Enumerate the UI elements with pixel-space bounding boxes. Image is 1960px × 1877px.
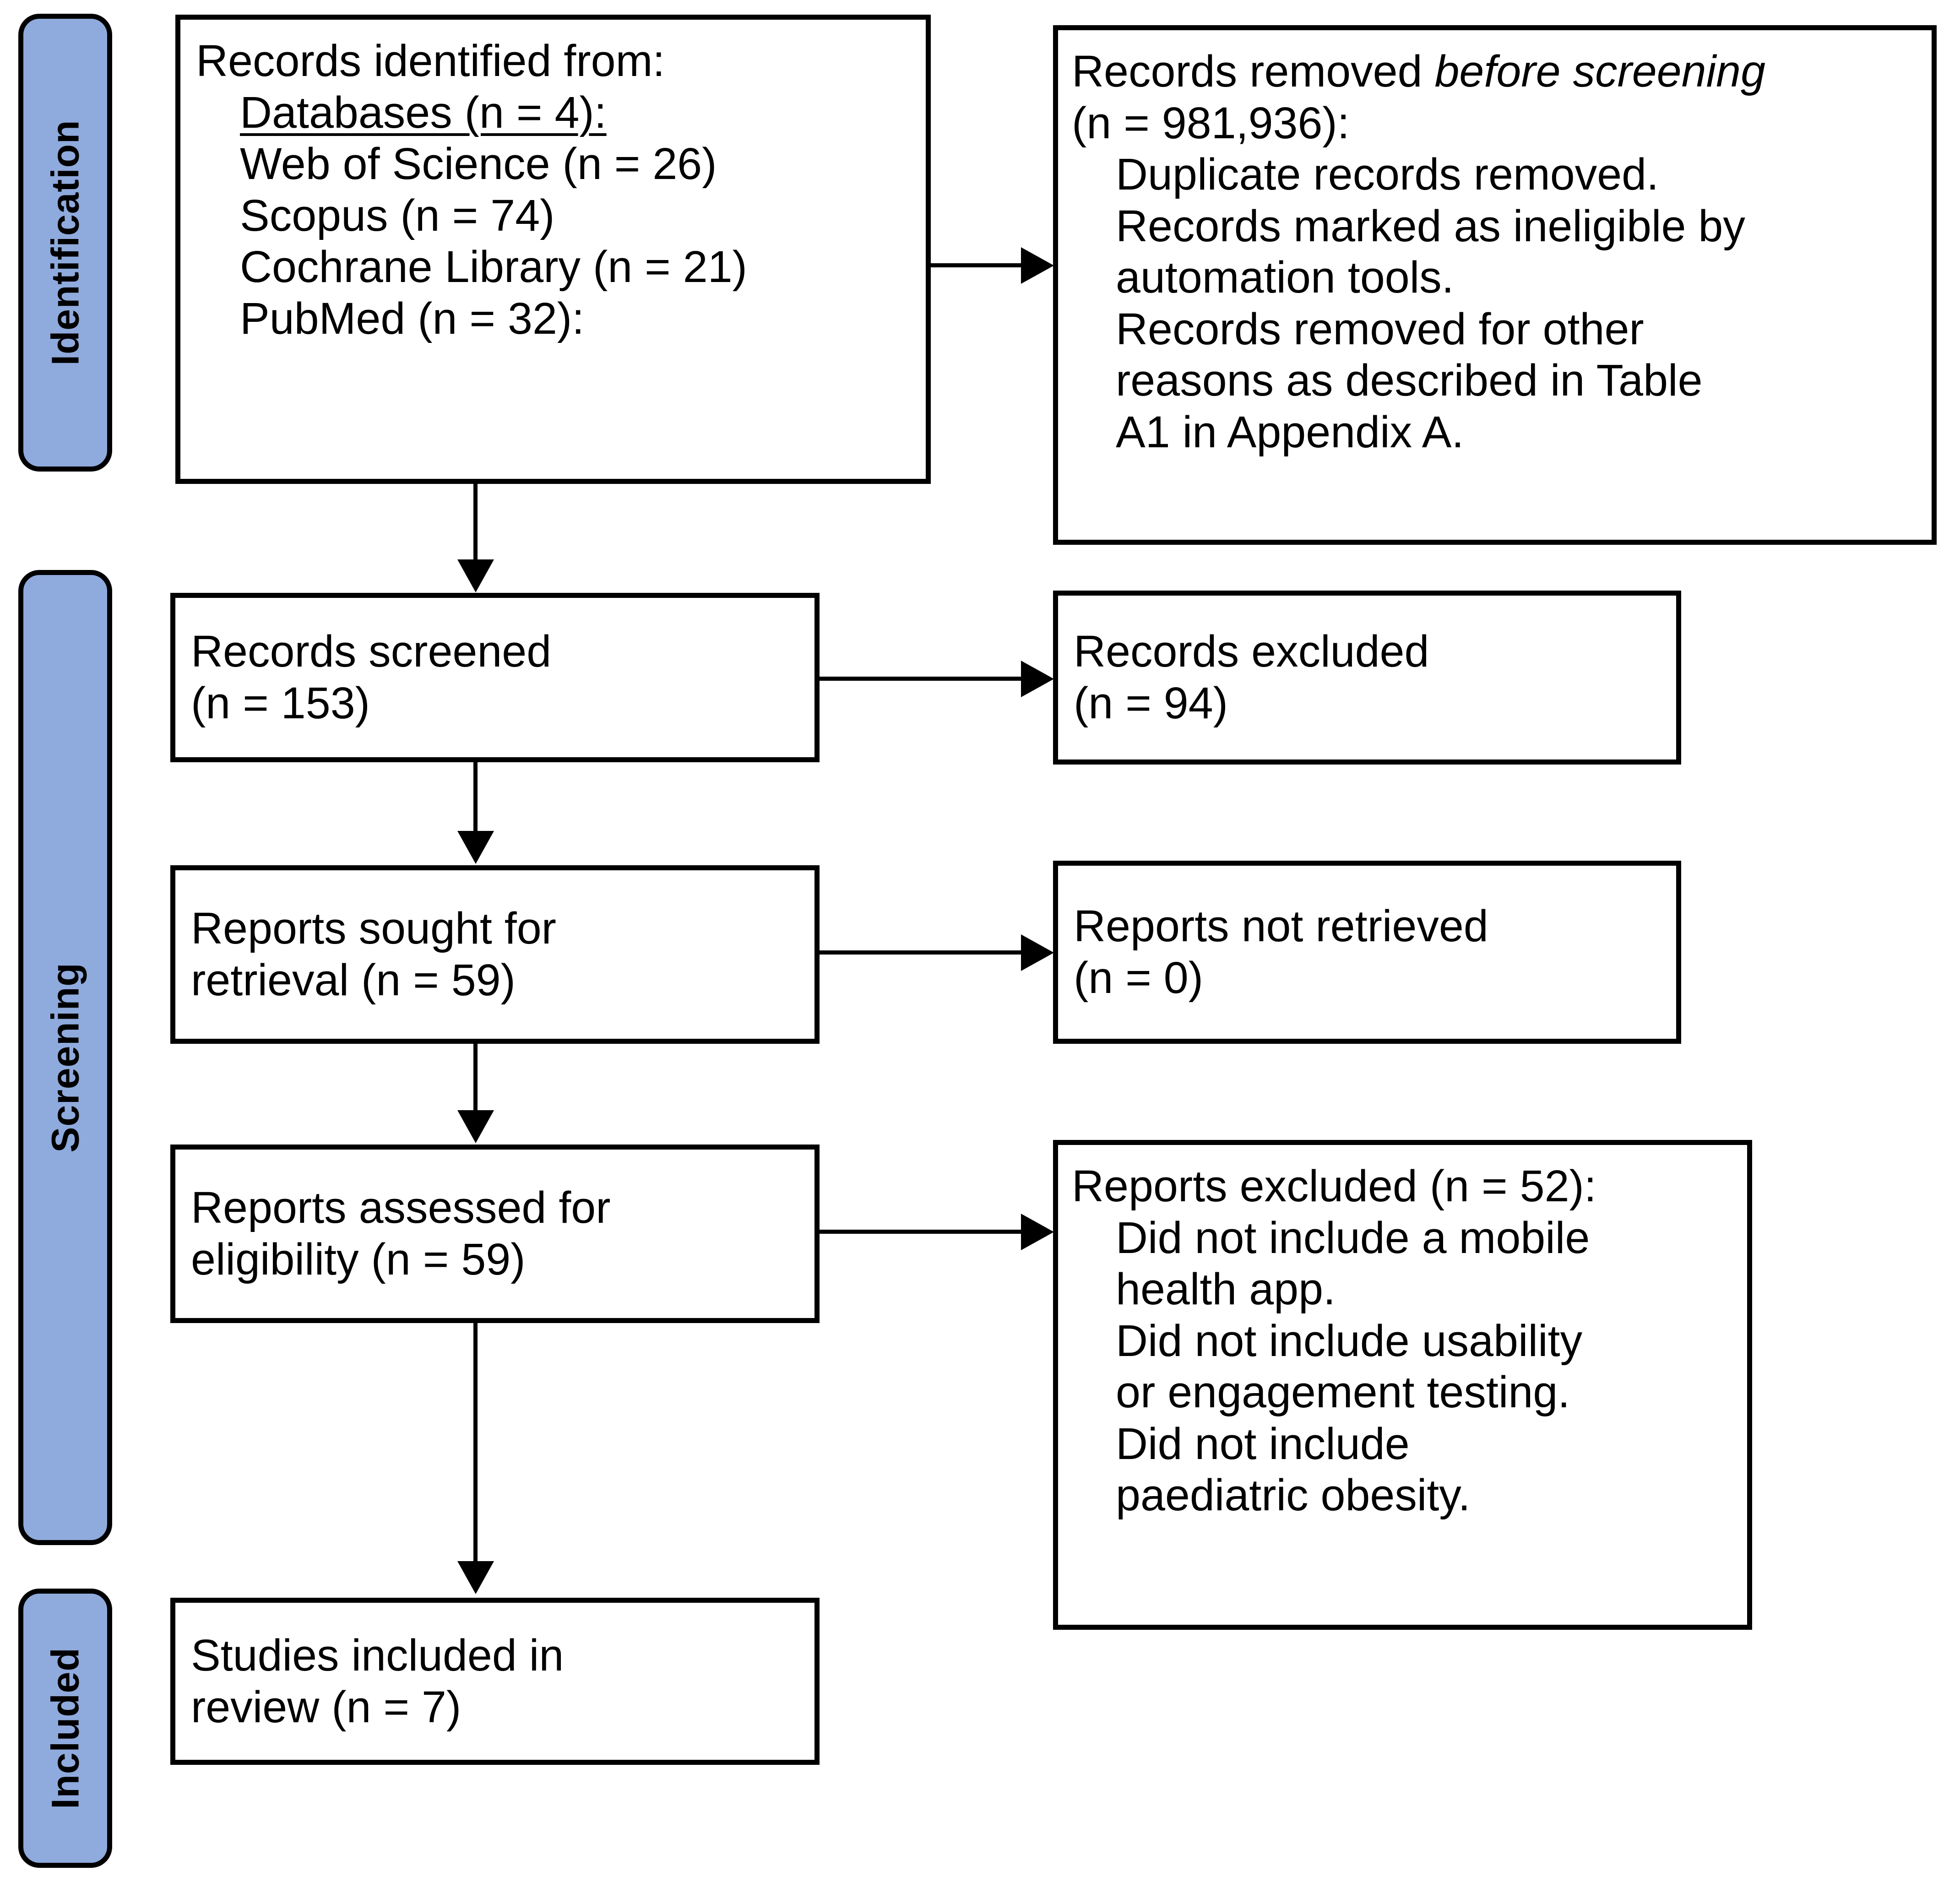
records-identified-line-0: Records identified from:: [196, 36, 665, 86]
connector-sought-to-assessed-line: [473, 1044, 478, 1112]
records-excluded-line-1: (n = 94): [1074, 678, 1228, 728]
reports-assessed-line-0: Reports assessed for: [191, 1183, 611, 1233]
records-removed-line-0-plain: Records removed: [1072, 46, 1435, 96]
box-reports-not-retrieved: Reports not retrieved (n = 0): [1053, 861, 1681, 1044]
records-screened-line-1: (n = 153): [191, 678, 370, 728]
connector-assessed-to-reports-excluded-line: [819, 1230, 1032, 1234]
records-removed-line-2: Duplicate records removed.: [1116, 149, 1659, 200]
studies-included-line-0: Studies included in: [191, 1630, 564, 1680]
box-records-removed-before-screening: Records removed before screening (n = 98…: [1053, 25, 1937, 545]
records-removed-line-6: reasons as described in Table: [1116, 355, 1703, 406]
connector-identified-to-screened-arrow: [457, 559, 494, 592]
connector-sought-to-assessed-arrow: [457, 1110, 494, 1143]
reports-excluded-line-0: Reports excluded (n = 52):: [1072, 1161, 1596, 1211]
box-records-excluded: Records excluded (n = 94): [1053, 591, 1681, 765]
box-reports-sought-for-retrieval: Reports sought for retrieval (n = 59): [170, 865, 820, 1044]
records-identified-line-1: Databases (n = 4):: [240, 87, 607, 137]
records-excluded-line-0: Records excluded: [1074, 626, 1429, 677]
phase-label-screening-text: Screening: [43, 962, 87, 1153]
reports-assessed-line-1: eligibility (n = 59): [191, 1234, 526, 1284]
connector-screened-to-sought-arrow: [457, 831, 494, 864]
connector-sought-to-not-retrieved-arrow: [1021, 934, 1054, 971]
reports-excluded-line-4: or engagement testing.: [1116, 1367, 1570, 1417]
connector-identified-to-removed-line: [930, 263, 1032, 267]
connector-identified-to-removed-arrow: [1021, 247, 1054, 284]
reports-not-retrieved-line-0: Reports not retrieved: [1074, 901, 1488, 951]
records-screened-line-0: Records screened: [191, 626, 552, 677]
records-identified-line-3: Scopus (n = 74): [240, 190, 555, 240]
connector-screened-to-excluded-line: [819, 677, 1032, 681]
box-records-screened: Records screened (n = 153): [170, 593, 820, 762]
connector-sought-to-not-retrieved-line: [819, 950, 1032, 955]
phase-label-included-text: Included: [43, 1647, 87, 1809]
connector-screened-to-excluded-arrow: [1021, 661, 1054, 697]
phase-label-identification-text: Identification: [43, 119, 87, 366]
reports-excluded-line-5: Did not include: [1116, 1418, 1410, 1469]
reports-excluded-line-1: Did not include a mobile: [1116, 1212, 1590, 1263]
reports-sought-line-1: retrieval (n = 59): [191, 955, 516, 1005]
records-identified-line-4: Cochrane Library (n = 21): [240, 242, 747, 292]
phase-label-identification: Identification: [18, 14, 112, 472]
records-removed-line-1: (n = 981,936):: [1072, 98, 1350, 148]
connector-assessed-to-included-arrow: [457, 1561, 494, 1594]
box-reports-assessed-for-eligibility: Reports assessed for eligibility (n = 59…: [170, 1145, 820, 1323]
records-identified-line-2: Web of Science (n = 26): [240, 139, 717, 189]
studies-included-line-1: review (n = 7): [191, 1682, 461, 1732]
records-removed-line-0-italic: before screening: [1434, 46, 1766, 96]
records-identified-line-5: PubMed (n = 32):: [240, 293, 585, 343]
reports-not-retrieved-line-1: (n = 0): [1074, 953, 1204, 1003]
connector-screened-to-sought-line: [473, 762, 478, 833]
reports-excluded-line-2: health app.: [1116, 1264, 1336, 1314]
records-removed-line-7: A1 in Appendix A.: [1116, 407, 1464, 457]
records-removed-line-0: Records removed before screening: [1072, 46, 1920, 98]
connector-assessed-to-reports-excluded-arrow: [1021, 1214, 1054, 1250]
box-records-identified: Records identified from: Databases (n = …: [175, 15, 931, 484]
phase-label-included: Included: [18, 1589, 112, 1868]
reports-excluded-line-6: paediatric obesity.: [1116, 1470, 1471, 1520]
connector-identified-to-screened-line: [473, 484, 478, 564]
reports-excluded-line-3: Did not include usability: [1116, 1315, 1583, 1366]
records-removed-line-3: Records marked as ineligible by: [1116, 201, 1745, 251]
connector-assessed-to-included-line: [473, 1323, 478, 1563]
reports-sought-line-0: Reports sought for: [191, 903, 556, 954]
box-reports-excluded: Reports excluded (n = 52): Did not inclu…: [1053, 1140, 1752, 1630]
phase-label-screening: Screening: [18, 570, 112, 1545]
records-removed-line-4: automation tools.: [1116, 252, 1454, 303]
box-studies-included-in-review: Studies included in review (n = 7): [170, 1598, 820, 1765]
records-removed-line-5: Records removed for other: [1116, 304, 1644, 354]
